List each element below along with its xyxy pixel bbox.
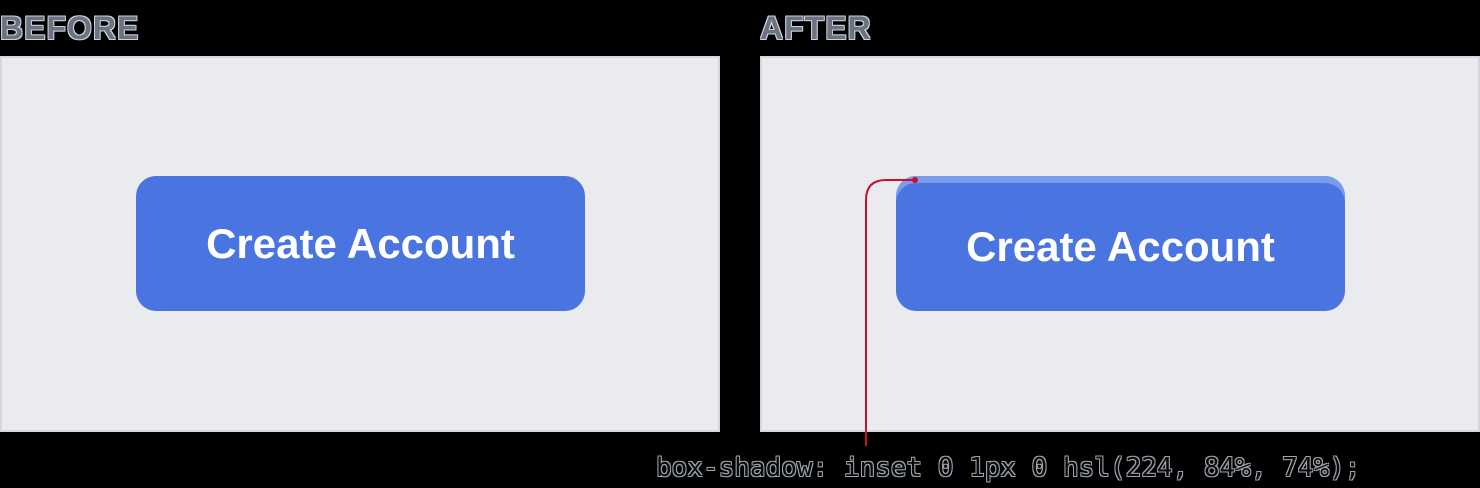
after-panel: Create Account	[760, 56, 1480, 432]
before-panel: Create Account	[0, 56, 720, 432]
create-account-button-before[interactable]: Create Account	[136, 176, 585, 311]
annotation-code: box-shadow: inset 0 1px 0 hsl(224, 84%, …	[656, 453, 1361, 483]
after-heading: AFTER	[760, 10, 872, 46]
before-heading: BEFORE	[0, 10, 140, 46]
create-account-button-after[interactable]: Create Account	[896, 176, 1345, 311]
